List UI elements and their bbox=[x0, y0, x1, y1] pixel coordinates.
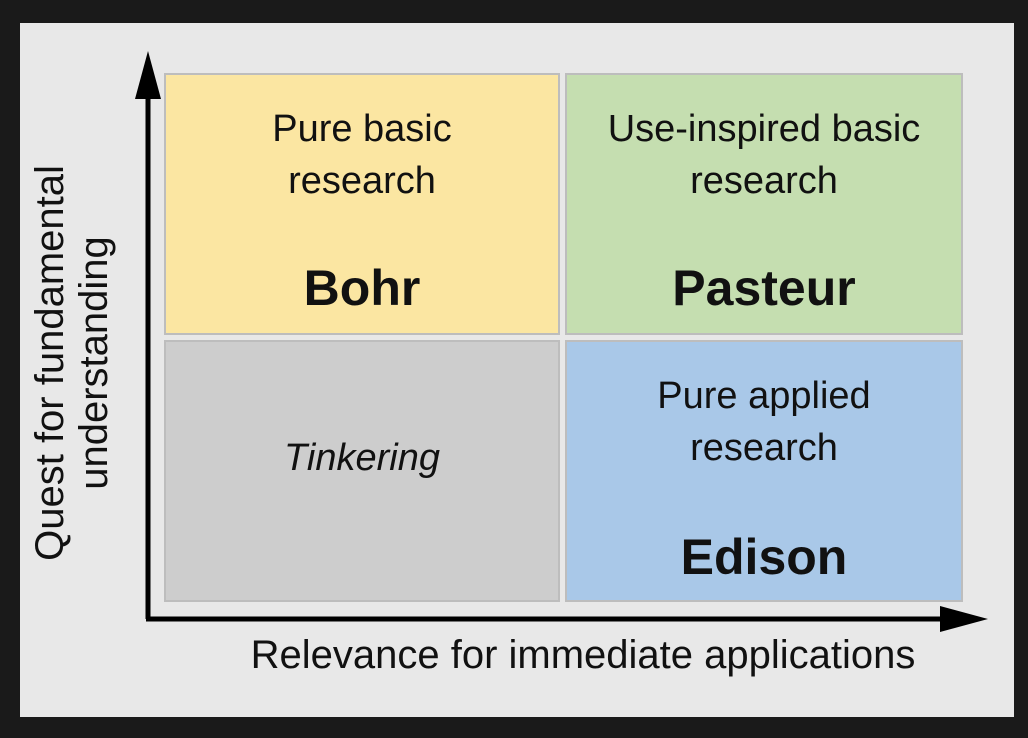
quadrant-use-inspired-basic-research: Use-inspired basic research Pasteur bbox=[565, 73, 963, 335]
quadrant-name: Pasteur bbox=[672, 260, 856, 316]
y-axis-label-line2: understanding bbox=[72, 236, 116, 490]
quadrant-description: Tinkering bbox=[284, 437, 440, 479]
quadrant-description: Pure applied research bbox=[657, 375, 871, 469]
quadrant-tinkering: Tinkering bbox=[164, 340, 560, 602]
axes bbox=[135, 51, 988, 632]
quadrant-pure-basic-research: Pure basic research Bohr bbox=[164, 73, 560, 335]
quadrant-description: Use-inspired basic research bbox=[607, 108, 921, 202]
quadrant-pure-applied-research: Pure applied research Edison bbox=[565, 340, 963, 602]
x-axis-arrowhead bbox=[940, 606, 988, 632]
y-axis-arrowhead bbox=[135, 51, 161, 99]
quadrant-name: Edison bbox=[680, 529, 848, 585]
y-axis-label: Quest for fundamental understanding bbox=[28, 133, 116, 593]
quadrant-name: Bohr bbox=[303, 260, 421, 316]
diagram-panel: Pure basic research Bohr Use-inspired ba… bbox=[20, 23, 1014, 717]
y-axis-label-line1: Quest for fundamental bbox=[28, 165, 72, 561]
x-axis-label: Relevance for immediate applications bbox=[250, 633, 916, 677]
quadrant-description: Pure basic research bbox=[272, 108, 452, 202]
